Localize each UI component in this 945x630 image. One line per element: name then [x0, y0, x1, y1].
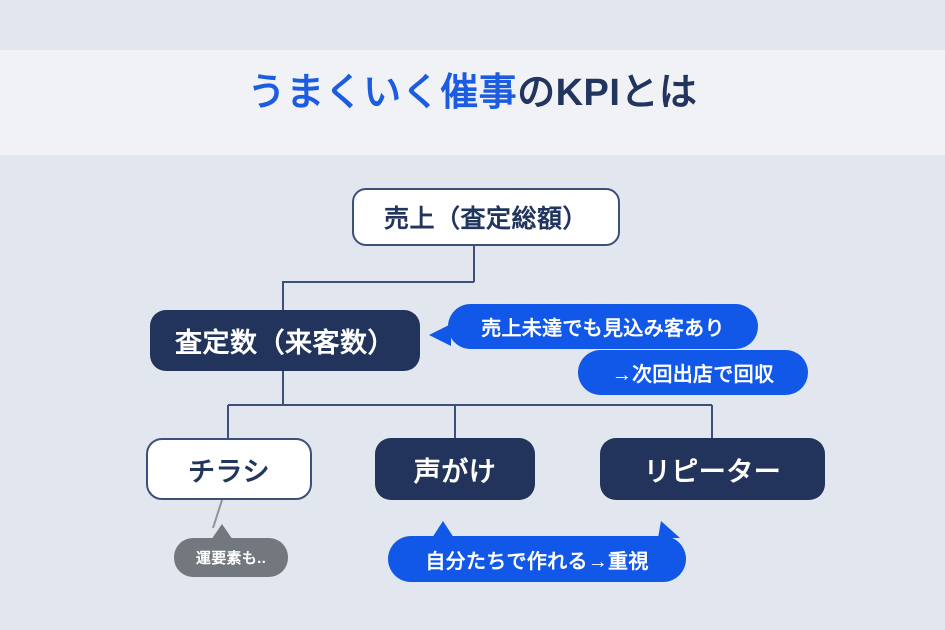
node-appraisal-count-label: 査定数（来客数） — [175, 328, 395, 358]
node-voice-outreach[interactable]: 声がけ — [375, 438, 535, 500]
node-flyer[interactable]: チラシ — [146, 438, 312, 500]
bubble-next-event-recovery[interactable]: →次回出店で回収 — [578, 350, 808, 395]
background-band-title — [0, 50, 945, 155]
bubble-luck-tail-icon — [211, 524, 233, 540]
page-title-rest: のKPIとは — [517, 72, 698, 114]
node-voice-outreach-label: 声がけ — [413, 456, 497, 487]
page-title: うまくいく催事のKPIとは — [0, 74, 945, 112]
node-appraisal-count[interactable]: 査定数（来客数） — [150, 310, 420, 371]
bubble-lead-tail-icon — [429, 324, 451, 346]
node-sales[interactable]: 売上（査定総額） — [352, 188, 620, 246]
bubble-lead-potential[interactable]: 売上未達でも見込み客あり — [448, 304, 758, 349]
bubble-selfmade-tail-right-icon — [658, 521, 680, 538]
bubble-self-controllable-label: 自分たちで作れる→重視 — [425, 550, 649, 573]
node-repeater-label: リピーター — [643, 456, 782, 487]
bubble-lead-potential-label: 売上未達でも見込み客あり — [481, 318, 725, 340]
node-repeater[interactable]: リピーター — [600, 438, 825, 500]
bubble-luck-factor-label: 運要素も.. — [195, 550, 267, 567]
node-flyer-label: チラシ — [188, 456, 270, 487]
node-sales-label: 売上（査定総額） — [383, 205, 588, 233]
page-title-highlight: うまくいく催事 — [247, 72, 518, 114]
bubble-selfmade-tail-left-icon — [432, 521, 454, 538]
background-band-top — [0, 0, 945, 50]
bubble-next-event-recovery-label: →次回出店で回収 — [611, 364, 775, 386]
bubble-self-controllable[interactable]: 自分たちで作れる→重視 — [388, 536, 686, 582]
bubble-luck-factor[interactable]: 運要素も.. — [174, 538, 288, 577]
